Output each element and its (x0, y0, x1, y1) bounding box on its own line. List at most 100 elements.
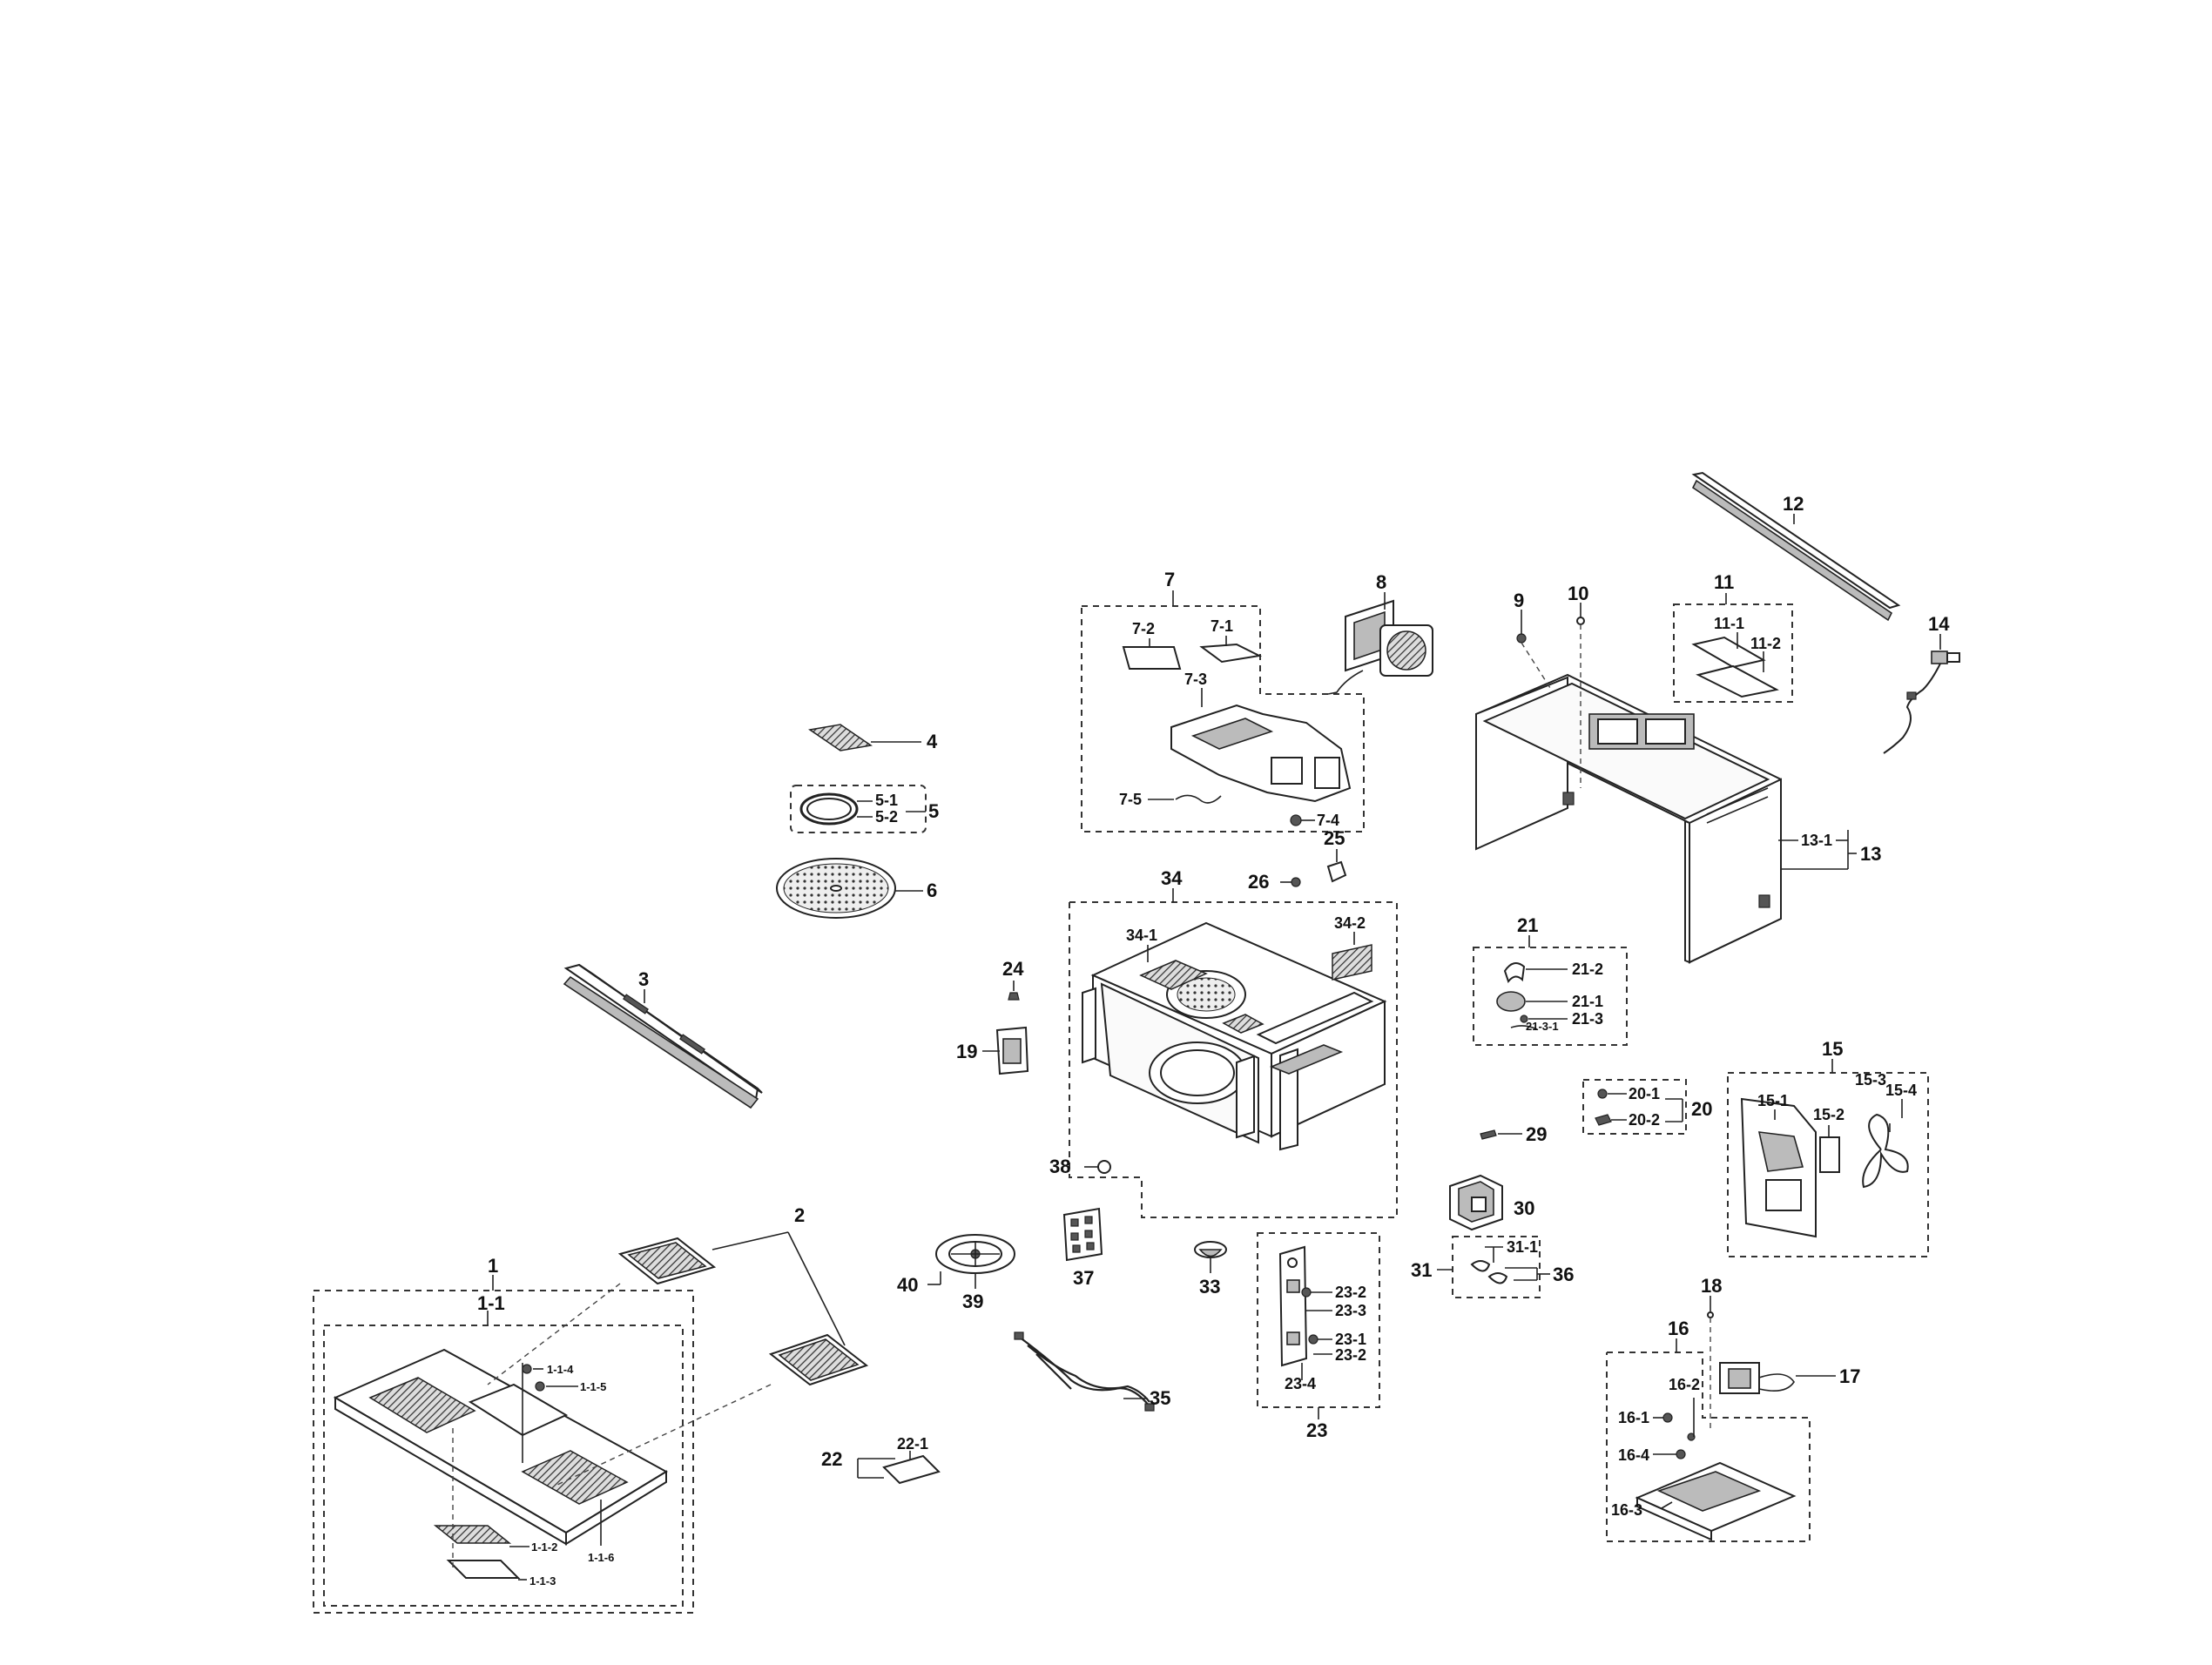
base-plate-group: 1 1-1 1-1-4 1-1-5 1-1-2 1-1-3 1-1-6 (313, 1255, 694, 1614)
label-7-2: 7-2 (1132, 620, 1155, 637)
label-11-1: 11-1 (1714, 615, 1744, 632)
cavity-grill (1332, 944, 1372, 981)
parts-31-36: 31 31-1 36 (1411, 1236, 1574, 1298)
lower-center-parts: 38 39 40 37 33 (897, 1156, 1227, 1312)
wire-harness: 35 (1014, 1331, 1170, 1412)
label-34-1: 34-1 (1126, 927, 1157, 944)
parts-29-30: 29 30 (1449, 1123, 1547, 1231)
label-7-3: 7-3 (1184, 671, 1207, 688)
grease-filters: 2 (487, 1204, 869, 1486)
label-15-2: 15-2 (1813, 1106, 1844, 1123)
base-vent-right (521, 1450, 629, 1505)
label-39: 39 (962, 1291, 983, 1312)
label-11-2: 11-2 (1750, 635, 1781, 652)
label-23-2-bottom: 23-2 (1335, 1346, 1366, 1364)
label-30: 30 (1514, 1197, 1534, 1219)
label-38: 38 (1049, 1156, 1070, 1177)
label-25: 25 (1324, 827, 1345, 849)
label-1: 1 (488, 1255, 498, 1277)
label-23: 23 (1306, 1419, 1327, 1441)
cavity-group: 34 34-1 34-2 (1069, 867, 1398, 1218)
part-22-group: 22 22-1 (821, 1435, 941, 1485)
lamp-bracket (1503, 962, 1526, 984)
label-18: 18 (1701, 1275, 1722, 1297)
duct-cover (1199, 643, 1263, 664)
screw-1-1-4 (522, 1364, 532, 1374)
part-29 (1480, 1129, 1497, 1140)
door-switch-parts: 19 24 (956, 958, 1029, 1075)
label-31-1: 31-1 (1507, 1238, 1538, 1256)
label-16-1: 16-1 (1618, 1409, 1649, 1426)
label-7-4: 7-4 (1317, 812, 1339, 829)
label-21-3: 21-3 (1572, 1010, 1603, 1028)
label-9: 9 (1514, 590, 1524, 611)
label-5-1: 5-1 (875, 792, 898, 809)
lamp-socket-group: 21 21-2 21-1 21-3 21-3-1 (1473, 914, 1628, 1046)
clip-24 (1008, 992, 1020, 1001)
label-15-1: 15-1 (1757, 1092, 1789, 1109)
power-cord: 14 (1883, 613, 1960, 754)
label-3: 3 (638, 968, 649, 990)
label-2: 2 (794, 1204, 805, 1226)
label-15: 15 (1822, 1038, 1843, 1060)
mount-bracket-group: 11 11-1 11-2 (1673, 571, 1793, 703)
label-23-3: 23-3 (1335, 1302, 1366, 1319)
label-16-3: 16-3 (1611, 1501, 1642, 1519)
label-6: 6 (927, 880, 937, 901)
label-23-4: 23-4 (1285, 1375, 1316, 1392)
outer-case: 9 10 13-1 13 (1475, 583, 1881, 964)
part-25 (1326, 860, 1347, 883)
label-40: 40 (897, 1274, 918, 1296)
fan-motor-small (1819, 1136, 1840, 1173)
label-20-2: 20-2 (1629, 1111, 1660, 1129)
label-10: 10 (1568, 583, 1588, 604)
label-17: 17 (1839, 1365, 1860, 1387)
turntable-parts: 4 5-1 5-2 5 6 (776, 724, 939, 919)
label-1-1-6: 1-1-6 (588, 1551, 614, 1564)
label-7-1: 7-1 (1211, 617, 1233, 635)
label-1-1-4: 1-1-4 (547, 1363, 574, 1376)
label-21-1: 21-1 (1572, 993, 1603, 1010)
label-1-1-3: 1-1-3 (529, 1574, 556, 1587)
duct-bracket (1122, 646, 1182, 670)
front-trim-bar: 3 (563, 963, 763, 1109)
label-35: 35 (1150, 1387, 1170, 1409)
label-5: 5 (928, 800, 939, 822)
duct-wire (1175, 794, 1222, 804)
label-21-2: 21-2 (1572, 961, 1603, 978)
top-rail: 12 (1691, 471, 1901, 622)
label-34: 34 (1161, 867, 1183, 889)
label-7: 7 (1164, 569, 1175, 590)
lamp-socket (1496, 991, 1526, 1012)
transformer-base-group: 16 16-2 16-1 16-4 16-3 17 18 (1606, 1275, 1860, 1542)
label-4: 4 (927, 731, 938, 752)
duct-screw (1290, 814, 1302, 826)
label-1-1-5: 1-1-5 (580, 1380, 606, 1393)
label-21-3-1: 21-3-1 (1526, 1020, 1559, 1033)
label-22-1: 22-1 (897, 1435, 928, 1453)
label-7-5: 7-5 (1119, 791, 1142, 808)
control-board (1062, 1207, 1103, 1262)
label-33: 33 (1199, 1276, 1220, 1298)
label-21: 21 (1517, 914, 1538, 936)
label-20-1: 20-1 (1629, 1085, 1660, 1102)
label-1-1-2: 1-1-2 (531, 1540, 557, 1554)
cooling-fan-group: 15 15-1 15-2 15-3 15-4 (1727, 1038, 1929, 1257)
part-26 (1291, 877, 1301, 887)
label-11: 11 (1714, 571, 1734, 593)
label-16-2: 16-2 (1669, 1376, 1700, 1393)
label-16-4: 16-4 (1618, 1446, 1649, 1464)
bracket-base (1696, 664, 1779, 698)
label-8: 8 (1376, 571, 1386, 593)
label-34-2: 34-2 (1334, 914, 1366, 932)
part-22-1 (882, 1454, 941, 1485)
label-37: 37 (1073, 1267, 1094, 1289)
fan-blade (1862, 1113, 1909, 1189)
label-14: 14 (1928, 613, 1950, 635)
base-vent-left (368, 1377, 476, 1433)
label-1-1: 1-1 (477, 1292, 505, 1314)
label-20: 20 (1691, 1098, 1712, 1120)
label-29: 29 (1526, 1123, 1547, 1145)
label-31: 31 (1411, 1259, 1432, 1281)
